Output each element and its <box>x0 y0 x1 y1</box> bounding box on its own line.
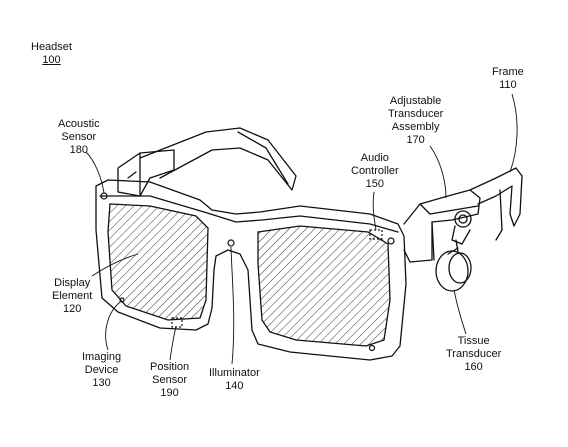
illuminator-dot <box>227 239 235 247</box>
label-imaging-ref: 130 <box>92 377 111 389</box>
leader-position-sensor <box>169 326 177 361</box>
label-display-ref: 120 <box>63 303 82 315</box>
label-tissue-ref: 160 <box>464 361 483 373</box>
left-hinge <box>117 149 175 197</box>
label-tissue-line2: Transducer <box>446 348 502 360</box>
label-tissue-transducer: Tissue Transducer 160 <box>446 335 501 374</box>
imaging-device-dot <box>119 297 125 303</box>
label-adjustable-line2: Transducer <box>388 108 444 120</box>
label-imaging-device: Imaging Device 130 <box>82 351 121 390</box>
label-audio-controller: Audio Controller 150 <box>351 152 399 191</box>
label-headset: Headset 100 <box>31 41 72 67</box>
adjustable-transducer-assembly <box>403 189 481 263</box>
label-acoustic-sensor: Acoustic Sensor 180 <box>58 118 100 157</box>
label-tissue-line1: Tissue <box>457 335 490 347</box>
label-display-line1: Display <box>54 277 91 289</box>
label-audio-line1: Audio <box>360 152 389 164</box>
label-illuminator: Illuminator 140 <box>209 367 260 393</box>
label-adjustable-ref: 170 <box>406 134 425 146</box>
label-illuminator-name: Illuminator <box>209 367 260 379</box>
leader-acoustic-sensor <box>85 151 105 194</box>
left-display-element <box>107 203 209 321</box>
leader-frame <box>509 93 518 173</box>
label-adjustable-transducer: Adjustable Transducer Assembly 170 <box>388 95 443 147</box>
label-audio-line2: Controller <box>351 165 399 177</box>
label-acoustic-line2: Sensor <box>61 131 97 143</box>
leader-adjustable-transducer <box>429 145 447 199</box>
label-audio-ref: 150 <box>365 178 385 190</box>
label-imaging-line2: Device <box>84 364 119 376</box>
label-frame-name: Frame <box>492 66 524 78</box>
leader-display-element <box>91 253 139 277</box>
label-position-line1: Position <box>150 361 190 373</box>
label-acoustic-line1: Acoustic <box>58 118 100 130</box>
label-position-line2: Sensor <box>152 374 187 386</box>
label-position-ref: 190 <box>160 387 179 399</box>
label-frame-ref: 110 <box>499 79 517 91</box>
label-adjustable-line3: Assembly <box>391 121 440 133</box>
label-headset-name: Headset <box>31 41 72 53</box>
label-frame: Frame 110 <box>492 66 524 92</box>
left-temple-arm <box>139 127 297 191</box>
frame-right-arm <box>469 167 523 227</box>
leader-illuminator <box>230 246 235 365</box>
label-illuminator-ref: 140 <box>225 380 244 392</box>
position-sensor-box <box>171 317 183 328</box>
label-acoustic-ref: 180 <box>69 144 88 156</box>
label-headset-ref: 100 <box>42 54 61 66</box>
label-imaging-line1: Imaging <box>82 351 122 363</box>
label-adjustable-line1: Adjustable <box>389 95 442 107</box>
leader-audio-controller <box>372 191 377 231</box>
label-display-line2: Element <box>52 290 93 302</box>
label-display-element: Display Element 120 <box>52 277 92 316</box>
front-frame <box>95 179 407 361</box>
leader-tissue-transducer <box>453 289 467 335</box>
label-position-sensor: Position Sensor 190 <box>150 361 189 400</box>
leader-imaging-device <box>105 301 121 351</box>
right-display-element <box>257 225 391 347</box>
